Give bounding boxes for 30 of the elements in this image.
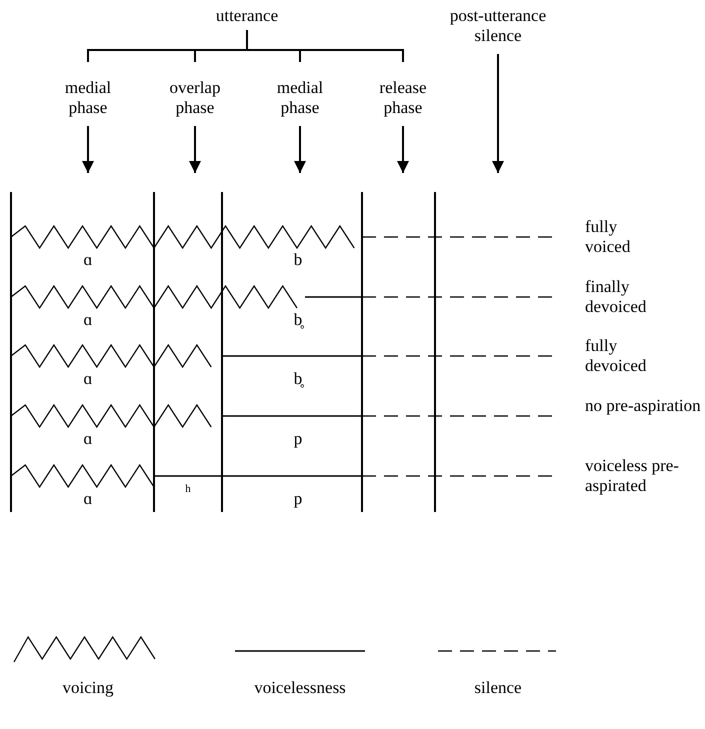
arrow <box>189 126 201 173</box>
phase-label: release phase <box>368 78 438 118</box>
phonetic-symbol: ɑ <box>82 488 94 510</box>
phase-label: post-utterance silence <box>433 6 563 46</box>
row-label: voiceless pre-aspirated <box>585 456 680 496</box>
row-label: no pre-aspiration <box>585 396 702 416</box>
row-label: fully devoiced <box>585 336 648 376</box>
phonetic-symbol: ɑ <box>82 428 94 450</box>
legend-label: silence <box>473 678 523 698</box>
phase-label: medial phase <box>53 78 123 118</box>
legend-label: voicelessness <box>253 678 347 698</box>
legend-label: voicing <box>62 678 114 698</box>
phonetic-symbol: b̥ <box>292 368 305 390</box>
row-label: finally devoiced <box>585 277 648 317</box>
phonetic-symbol: p <box>292 488 304 510</box>
group-heading: utterance <box>197 6 297 26</box>
arrow <box>492 54 504 173</box>
phonetic-symbol: ɑ <box>82 249 94 271</box>
phonetic-symbol: ɑ <box>82 368 94 390</box>
phonetic-symbol: h <box>184 482 192 496</box>
phase-label: medial phase <box>265 78 335 118</box>
phase-label: overlap phase <box>160 78 230 118</box>
arrow <box>82 126 94 173</box>
phonetic-symbol: b <box>292 249 304 271</box>
row-label: fully voiced <box>585 217 632 257</box>
arrow <box>294 126 306 173</box>
phonetic-symbol: p <box>292 428 304 450</box>
phonetic-symbol: ɑ <box>82 309 94 331</box>
arrow <box>397 126 409 173</box>
phonetic-symbol: b̥ <box>292 309 305 331</box>
